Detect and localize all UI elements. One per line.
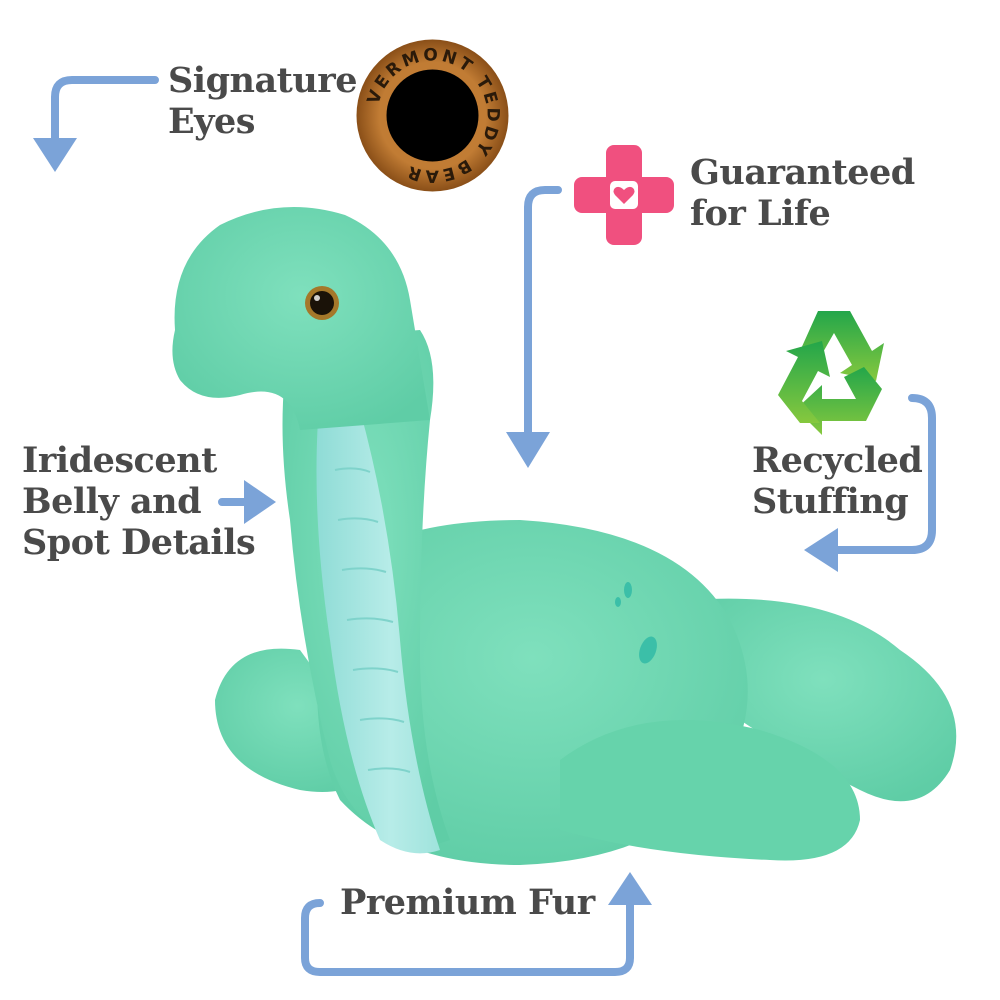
recycled-arrow-icon	[826, 394, 936, 554]
guaranteed-for-life-label: Guaranteed for Life	[690, 152, 915, 234]
eyes-arrow-icon	[51, 76, 159, 154]
premium-fur-label: Premium Fur	[340, 882, 595, 923]
guarantee-arrow-icon	[524, 186, 562, 449]
pink-cross-heart-icon	[574, 145, 674, 245]
vermont-teddy-bear-eye-badge: VERMONT TEDDY BEAR	[356, 39, 509, 192]
fur-arrow-icon	[301, 891, 634, 976]
recycle-icon	[778, 311, 884, 435]
signature-eyes-label: Signature Eyes	[168, 60, 358, 142]
recycled-stuffing-label: Recycled Stuffing	[752, 440, 923, 522]
iridescent-belly-label: Iridescent Belly and Spot Details	[22, 440, 256, 563]
